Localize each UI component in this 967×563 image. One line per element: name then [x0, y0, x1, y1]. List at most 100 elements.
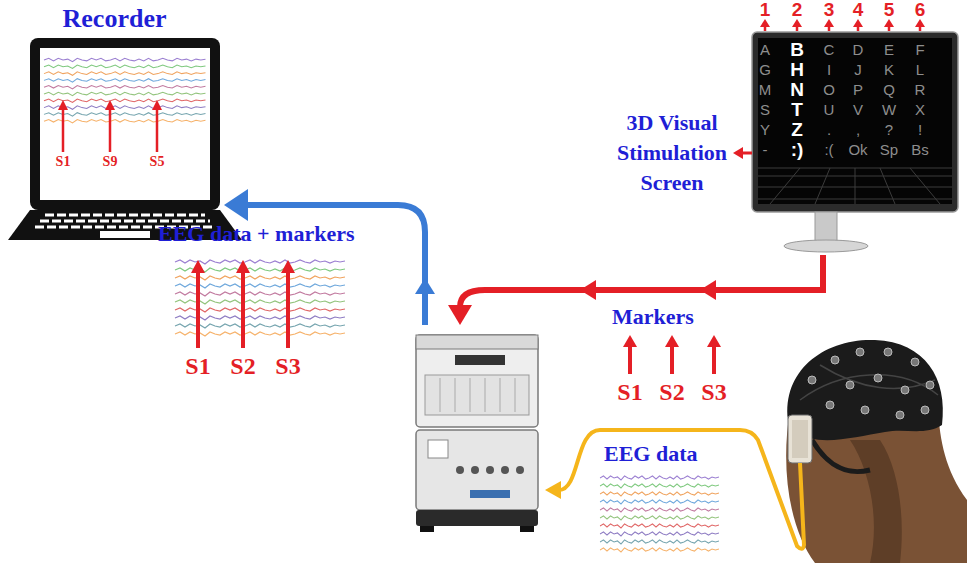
speller-symbol: Q	[873, 80, 905, 100]
marker-name: S2	[650, 378, 694, 406]
column-number: 6	[905, 1, 935, 19]
speller-symbol: :(	[813, 140, 845, 160]
edge-label-slot: EEG data	[604, 440, 698, 468]
speller-symbol: E	[873, 40, 905, 60]
speller-symbol: O	[813, 80, 845, 100]
speller-symbol: .	[813, 120, 845, 140]
speller-symbol-slot: N	[781, 80, 813, 100]
marker-arrows	[623, 335, 721, 374]
speller-symbol-slot: G	[749, 60, 781, 80]
speller-symbol-slot: I	[813, 60, 845, 80]
subject-illustration	[740, 340, 967, 563]
column-number: 2	[782, 1, 812, 19]
speller-symbol-slot: D	[842, 40, 874, 60]
column-number-slot: 6	[905, 1, 935, 19]
speller-symbol-slot: Y	[749, 120, 781, 140]
speller-symbol: D	[842, 40, 874, 60]
amplifier-illustration	[416, 335, 538, 532]
speller-symbol: J	[842, 60, 874, 80]
marker-name-slot: S5	[139, 154, 175, 170]
recorder-laptop: Recorder	[5, 4, 224, 240]
edge-label: Markers	[612, 303, 694, 331]
speller-symbol: X	[904, 100, 936, 120]
speller-symbol-slot: -	[749, 140, 781, 160]
column-number: 4	[843, 1, 873, 19]
monitor-illustration	[733, 19, 958, 252]
speller-symbol-slot: J	[842, 60, 874, 80]
speller-symbol-slot: L	[904, 60, 936, 80]
column-number-slot: 3	[814, 1, 844, 19]
speller-symbol-slot: Sp	[873, 140, 905, 160]
speller-symbol: Ok	[842, 140, 874, 160]
speller-symbol-slot: Bs	[904, 140, 936, 160]
speller-symbol: ?	[873, 120, 905, 140]
eeg-amplifier	[400, 325, 545, 535]
speller-symbol-slot: Ok	[842, 140, 874, 160]
speller-symbol: !	[904, 120, 936, 140]
speller-symbol: T	[781, 100, 813, 120]
speller-symbol-slot: :(	[813, 140, 845, 160]
speller-symbol: ,	[842, 120, 874, 140]
marker-name-slot: S2	[221, 352, 265, 380]
stimulation-monitor: 3D Visual Stimulation Screen	[612, 0, 962, 255]
speller-symbol: K	[873, 60, 905, 80]
speller-symbol: P	[842, 80, 874, 100]
column-number-slot: 1	[750, 1, 780, 19]
marker-name-slot: S1	[45, 154, 81, 170]
speller-symbol-slot: ?	[873, 120, 905, 140]
speller-symbol-slot: ,	[842, 120, 874, 140]
marker-name: S3	[266, 352, 310, 380]
speller-symbol: F	[904, 40, 936, 60]
speller-symbol-slot: T	[781, 100, 813, 120]
marker-name-slot: S3	[266, 352, 310, 380]
speller-symbol: S	[749, 100, 781, 120]
speller-symbol-slot: C	[813, 40, 845, 60]
marker-name: S1	[608, 378, 652, 406]
column-number: 3	[814, 1, 844, 19]
speller-symbol-slot: F	[904, 40, 936, 60]
eeg-trace-image	[175, 260, 345, 348]
laptop-illustration	[8, 38, 242, 240]
column-number: 5	[874, 1, 904, 19]
speller-symbol: V	[842, 100, 874, 120]
edge-label: EEG data	[604, 440, 698, 468]
marker-name: S1	[176, 352, 220, 380]
node-title: 3D Visual Stimulation Screen	[612, 108, 732, 198]
speller-symbol-slot: .	[813, 120, 845, 140]
data-arrow	[224, 189, 435, 325]
column-number-slot: 5	[874, 1, 904, 19]
marker-name-slot: S1	[176, 352, 220, 380]
speller-symbol: H	[781, 60, 813, 80]
eeg-cable	[545, 430, 740, 499]
speller-symbol: B	[781, 40, 813, 60]
speller-symbol-slot: W	[873, 100, 905, 120]
marker-name: S1	[45, 154, 81, 170]
speller-symbol-slot: M	[749, 80, 781, 100]
marker-name: S9	[92, 154, 128, 170]
speller-symbol: Sp	[873, 140, 905, 160]
speller-symbol: L	[904, 60, 936, 80]
speller-symbol-slot: E	[873, 40, 905, 60]
marker-name-slot: S3	[692, 378, 736, 406]
marker-name-slot: S9	[92, 154, 128, 170]
speller-symbol: R	[904, 80, 936, 100]
speller-symbol-slot: :)	[781, 140, 813, 160]
eeg-cap-subject	[740, 340, 967, 563]
speller-symbol: M	[749, 80, 781, 100]
speller-symbol: I	[813, 60, 845, 80]
speller-symbol: Z	[781, 120, 813, 140]
edge-label-slot: EEG data + markers	[158, 220, 354, 248]
speller-symbol-slot: Q	[873, 80, 905, 100]
marker-name: S3	[692, 378, 736, 406]
speller-symbol-slot: P	[842, 80, 874, 100]
speller-symbol: Bs	[904, 140, 936, 160]
marker-name: S2	[221, 352, 265, 380]
speller-symbol-slot: S	[749, 100, 781, 120]
speller-symbol: U	[813, 100, 845, 120]
speller-symbol: W	[873, 100, 905, 120]
edge-label: EEG data + markers	[158, 220, 354, 248]
speller-symbol-slot: X	[904, 100, 936, 120]
speller-symbol: C	[813, 40, 845, 60]
speller-symbol-slot: U	[813, 100, 845, 120]
